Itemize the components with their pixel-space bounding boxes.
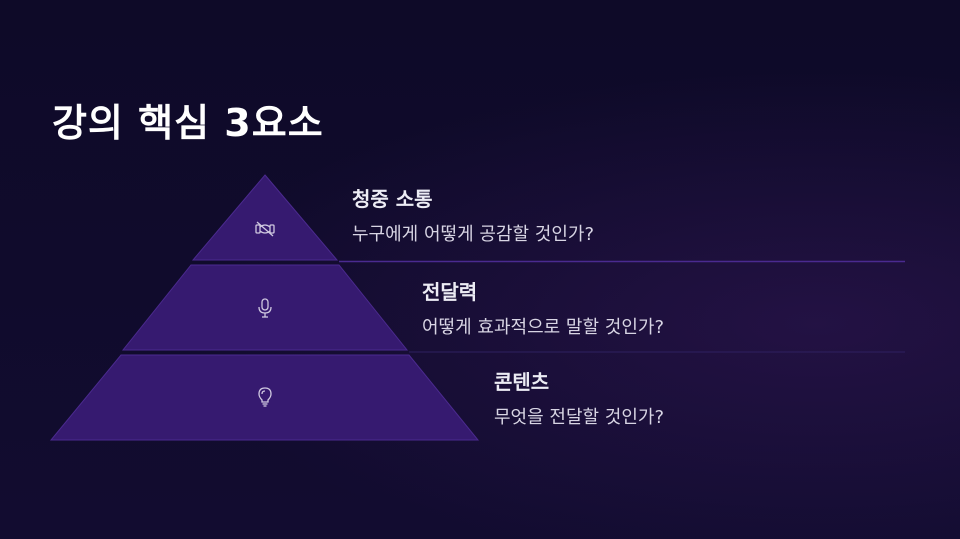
microphone-icon (258, 298, 272, 318)
tier-audience-communication: 청중 소통 누구에게 어떻게 공감할 것인가? (352, 183, 594, 246)
slide-title: 강의 핵심 3요소 (52, 101, 324, 145)
tier-delivery: 전달력 어떻게 효과적으로 말할 것인가? (422, 276, 664, 339)
video-off-icon (255, 221, 275, 237)
tier-heading: 전달력 (422, 280, 478, 304)
tier-heading: 청중 소통 (352, 187, 433, 211)
pyramid-tier-bottom (49, 354, 480, 441)
tier-question: 어떻게 효과적으로 말할 것인가? (422, 317, 664, 338)
tier-question: 누구에게 어떻게 공감할 것인가? (352, 224, 594, 245)
tier-question: 무엇을 전달할 것인가? (494, 407, 665, 428)
lightbulb-icon (258, 387, 272, 407)
pyramid-tier-top (191, 174, 339, 261)
pyramid-tier-middle (121, 264, 409, 351)
tier-content: 콘텐츠 무엇을 전달할 것인가? (494, 366, 664, 429)
tier-heading: 콘텐츠 (494, 370, 550, 394)
